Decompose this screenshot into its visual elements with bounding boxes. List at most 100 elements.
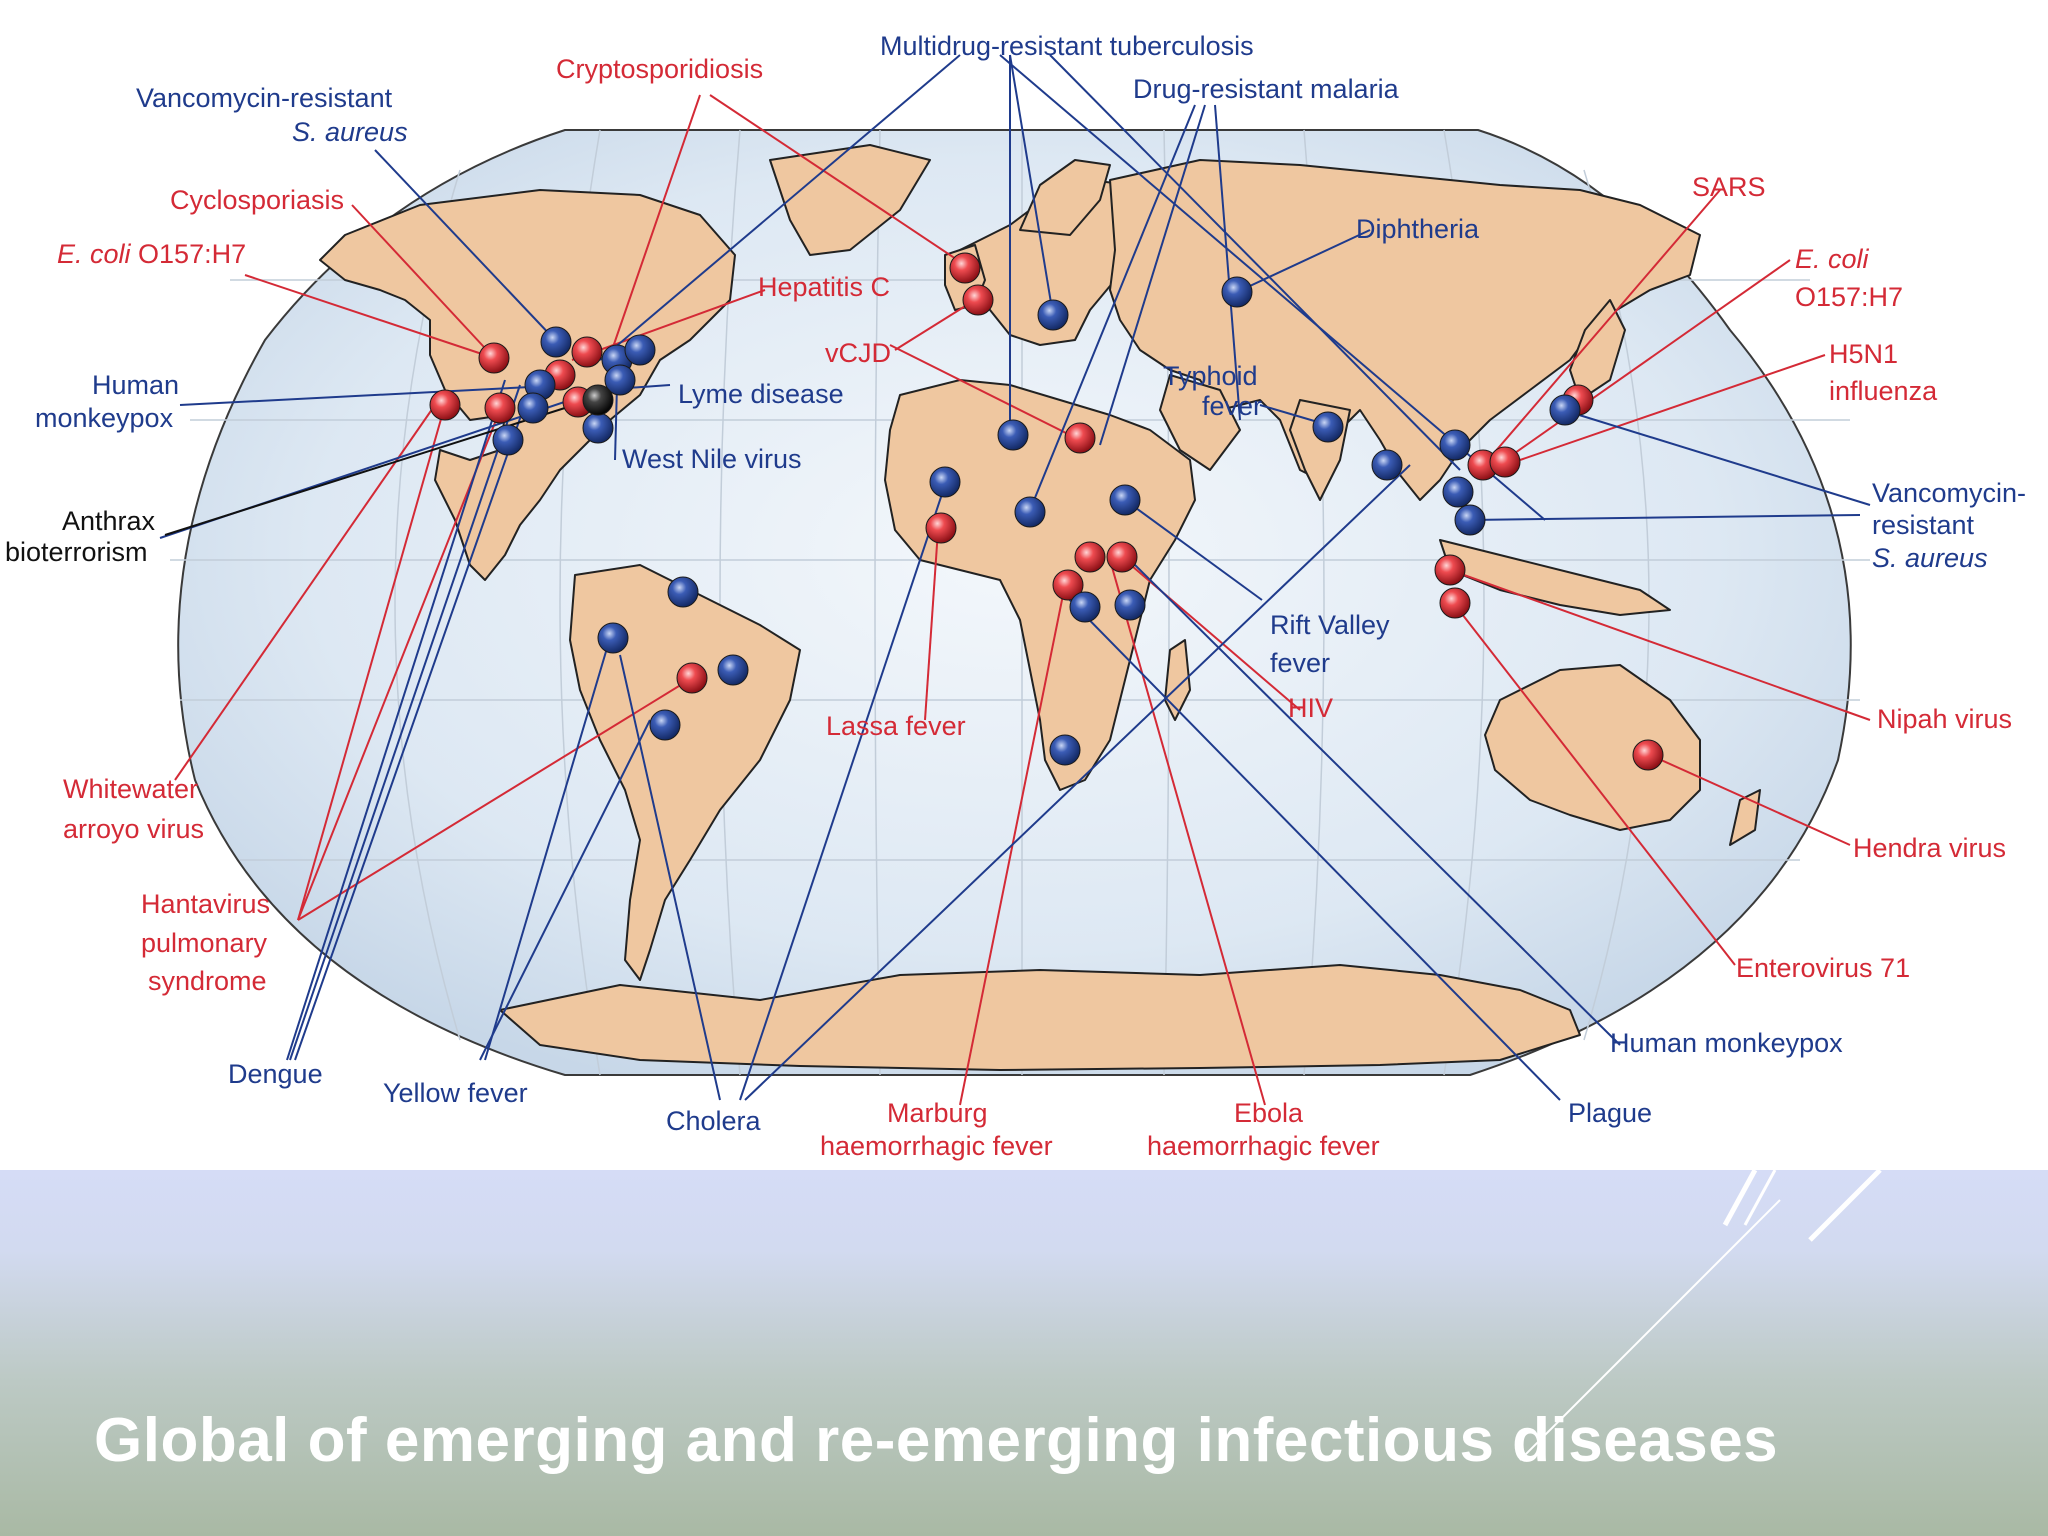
label-ebola-1: Ebola (1234, 1098, 1304, 1128)
marker-hendra (1632, 739, 1664, 771)
marker-anthrax (582, 384, 614, 416)
label-diphtheria: Diphtheria (1356, 214, 1480, 244)
label-h5n1-2: influenza (1829, 376, 1938, 406)
scandinavia (1019, 159, 1111, 236)
label-hiv: HIV (1288, 693, 1333, 723)
marker-vrsa-asia (1454, 504, 1486, 536)
label-hendra: Hendra virus (1853, 833, 2006, 863)
label-hantavirus-1: Hantavirus (141, 889, 270, 919)
marker-hantavirus-sa (676, 662, 708, 694)
japan (1569, 299, 1626, 401)
marker-monkeypox-usa (517, 392, 549, 424)
label-lyme: Lyme disease (678, 379, 844, 409)
marker-hepatitis-c-egypt (1064, 422, 1096, 454)
marker-dengue-sa (597, 622, 629, 654)
label-rift-valley-1: Rift Valley (1270, 610, 1390, 640)
marker-hantavirus (484, 392, 516, 424)
map-labels: Multidrug-resistant tuberculosis Drug-re… (5, 31, 2026, 1161)
label-ecoli-east-2: O157:H7 (1795, 282, 1903, 312)
label-hantavirus-2: pulmonary (141, 928, 268, 958)
label-h5n1-1: H5N1 (1829, 339, 1898, 369)
label-cholera: Cholera (666, 1106, 762, 1136)
marker-lassa (925, 512, 957, 544)
madagascar (1164, 639, 1191, 721)
label-anthrax-2: bioterrorism (5, 537, 148, 567)
marker-hiv (1106, 541, 1138, 573)
label-ecoli-west: E. coli O157:H7 (57, 239, 246, 269)
marker-h5n1 (1489, 446, 1521, 478)
label-rift-valley-2: fever (1270, 648, 1330, 678)
asia (1109, 159, 1701, 501)
label-monkeypox-west-1: Human (92, 370, 179, 400)
marker-whitewater (429, 389, 461, 421)
label-hantavirus-3: syndrome (148, 966, 267, 996)
marker-cryptosporidiosis-usa (571, 336, 603, 368)
label-whitewater-1: Whitewater (63, 774, 198, 804)
marker-ecoli-usa (478, 342, 510, 374)
marker-malaria-asia (1442, 476, 1474, 508)
label-lassa: Lassa fever (826, 711, 966, 741)
label-multidrug-tb: Multidrug-resistant tuberculosis (880, 31, 1254, 61)
label-vrsa-east-3: S. aureus (1872, 543, 1988, 573)
marker-cholera-sa-2 (649, 709, 681, 741)
antarctica (499, 964, 1581, 1071)
marker-vcjd (962, 284, 994, 316)
marker-yellow-fever-sa (667, 576, 699, 608)
greenland (769, 144, 931, 256)
marker-tb-usa (604, 364, 636, 396)
label-whitewater-2: arroyo virus (63, 814, 204, 844)
australia (1484, 664, 1701, 831)
label-dengue: Dengue (228, 1059, 323, 1089)
label-typhoid-1: Typhoid (1163, 361, 1258, 391)
marker-nipah (1434, 554, 1466, 586)
marker-vrsa-usa (540, 326, 572, 358)
marker-diphtheria (1221, 276, 1253, 308)
marker-cholera-sa (717, 654, 749, 686)
label-sars: SARS (1692, 172, 1766, 202)
marker-plague-af (1114, 589, 1146, 621)
label-ebola-2: haemorrhagic fever (1147, 1131, 1380, 1161)
leader-lines-black (164, 399, 591, 536)
marker-cryptosporidiosis-uk (949, 252, 981, 284)
label-vrsa-east-1: Vancomycin- (1872, 478, 2026, 508)
label-cryptosporidiosis: Cryptosporidiosis (556, 54, 763, 84)
label-marburg-2: haemorrhagic fever (820, 1131, 1053, 1161)
label-typhoid-2: fever (1202, 391, 1262, 421)
marker-rift-valley (1109, 484, 1141, 516)
label-marburg-1: Marburg (887, 1098, 988, 1128)
southeast-asia-islands (1439, 539, 1671, 616)
world-disease-map: Multidrug-resistant tuberculosis Drug-re… (5, 31, 2026, 1161)
decorative-lines (1519, 1170, 1882, 1461)
slide-title: Global of emerging and re-emerging infec… (94, 1406, 1779, 1475)
marker-typhoid (1312, 411, 1344, 443)
label-yellow-fever: Yellow fever (383, 1078, 528, 1108)
label-nipah: Nipah virus (1877, 704, 2012, 734)
marker-plague-saf (1049, 734, 1081, 766)
label-hepatitis-c: Hepatitis C (758, 272, 890, 302)
label-vrsa-west-1: Vancomycin-resistant (136, 83, 393, 113)
marker-ebola-1 (1074, 541, 1106, 573)
label-monkeypox-west-2: monkeypox (35, 403, 174, 433)
label-cyclosporiasis: Cyclosporiasis (170, 185, 344, 215)
arabia (1159, 374, 1241, 471)
footer-band (0, 1170, 2048, 1536)
label-vrsa-west-2: S. aureus (292, 117, 408, 147)
marker-marburg (1052, 569, 1084, 601)
new-zealand (1729, 789, 1761, 846)
label-west-nile: West Nile virus (622, 444, 802, 474)
marker-malaria-nafrica (997, 419, 1029, 451)
marker-yellow-fever-af (929, 466, 961, 498)
marker-vrsa-japan (1549, 394, 1581, 426)
label-drug-malaria: Drug-resistant malaria (1133, 74, 1400, 104)
markers (429, 252, 1664, 771)
marker-enterovirus (1439, 587, 1471, 619)
label-ecoli-east-1: E. coli (1795, 244, 1870, 274)
label-plague: Plague (1568, 1098, 1652, 1128)
marker-wnv-2 (582, 412, 614, 444)
label-vcjd: vCJD (825, 338, 891, 368)
marker-cholera-af (1014, 496, 1046, 528)
marker-tb-asia (1439, 429, 1471, 461)
marker-monkeypox-af (1069, 591, 1101, 623)
label-monkeypox-east: Human monkeypox (1610, 1028, 1843, 1058)
marker-lyme-2 (624, 334, 656, 366)
